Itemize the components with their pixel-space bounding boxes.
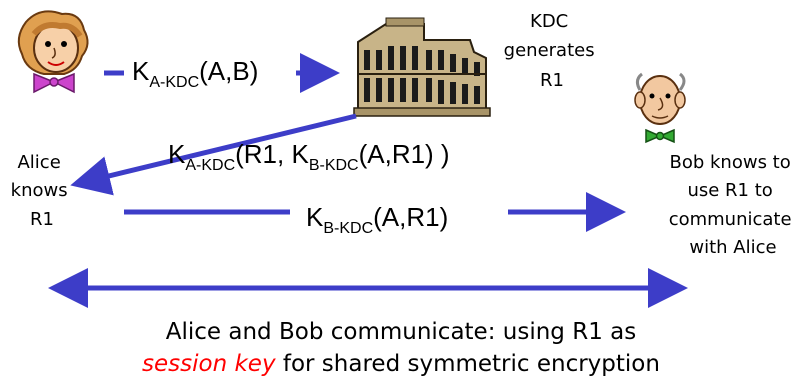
bob-face-icon bbox=[634, 72, 686, 144]
bob-label: Bob knows to use R1 to communicate with … bbox=[669, 152, 798, 258]
message-kdc-to-alice: KA-KDC(R1, KB-KDC(A,R1) ) bbox=[168, 139, 450, 174]
arrow-kdc-to-alice bbox=[70, 113, 357, 196]
alice-label: Alice knows R1 bbox=[11, 152, 74, 230]
alice-face-icon bbox=[17, 10, 89, 94]
session-key-emphasis: session key bbox=[142, 351, 276, 377]
caption-line-2: session key for shared symmetric encrypt… bbox=[0, 349, 802, 379]
kdc-building-icon bbox=[353, 17, 491, 117]
caption-line-1: Alice and Bob communicate: using R1 as bbox=[165, 319, 637, 345]
message-alice-to-bob: KB-KDC(A,R1) bbox=[306, 202, 448, 237]
message-alice-to-kdc: KA-KDC(A,B) bbox=[132, 56, 258, 91]
kdc-label: KDC generates R1 bbox=[504, 11, 601, 91]
caption-line-2-rest: for shared symmetric encryption bbox=[275, 351, 660, 377]
